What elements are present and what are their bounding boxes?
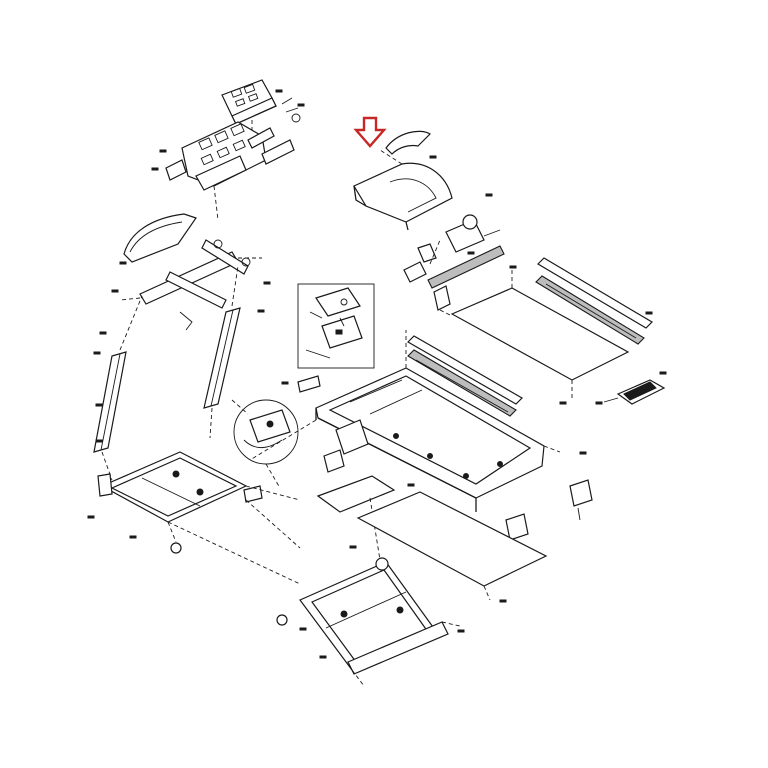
floor-mat	[356, 491, 548, 601]
running-deck-board	[450, 270, 630, 400]
part-callout-marks	[87, 89, 667, 659]
side-rail-center	[407, 335, 523, 417]
main-deck-frame	[315, 330, 561, 561]
rear-end-cap	[603, 379, 666, 405]
red-down-arrow-icon	[353, 116, 387, 148]
handlebar-assembly	[119, 239, 262, 331]
console-display-top	[221, 79, 301, 130]
side-shroud-left	[123, 213, 197, 263]
hood-cap	[385, 130, 431, 155]
motor-hood-cover	[353, 162, 453, 231]
front-foot-right	[569, 479, 593, 521]
drive-motor	[417, 214, 501, 263]
upright-left	[93, 351, 127, 453]
base-frame-left	[97, 451, 301, 554]
console-housing	[165, 121, 295, 221]
side-rail-right	[535, 257, 653, 345]
wiring-detail-circle	[231, 375, 321, 489]
inset-control-board	[297, 283, 375, 369]
assembly-guide-lines	[167, 149, 441, 585]
front-roller	[403, 245, 505, 317]
incline-frame	[276, 557, 461, 687]
upright-right	[203, 307, 241, 409]
